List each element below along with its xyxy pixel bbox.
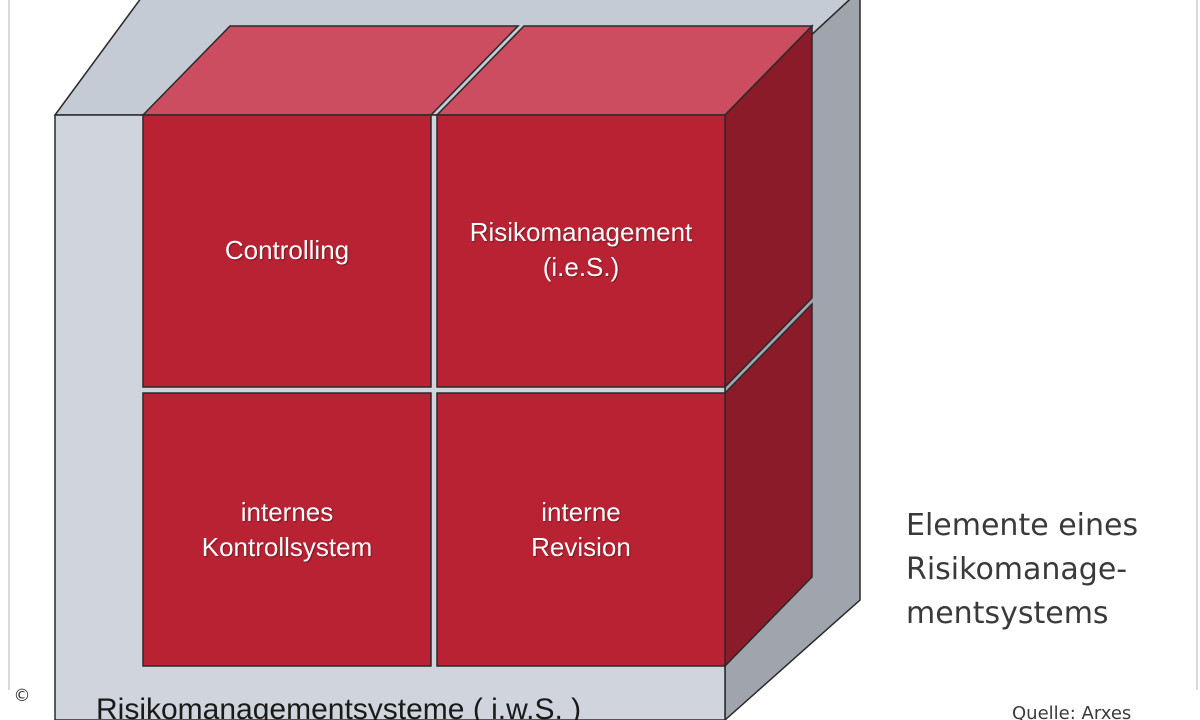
block-internal-control-label-line-1: internes — [240, 497, 334, 527]
block-controlling-front-face — [142, 114, 432, 388]
block-internal-audit-label-line-1: interne — [541, 497, 621, 527]
diagram-caption: Elemente eines Risikomanage- mentsystems — [906, 504, 1138, 636]
block-controlling — [141, 25, 520, 388]
frame-left-border — [8, 0, 10, 690]
frame-right-border — [1196, 0, 1198, 690]
source-credit: Quelle: Arxes — [1012, 703, 1132, 720]
caption-line-3: mentsystems — [906, 596, 1109, 631]
block-controlling-label: Controlling — [143, 233, 431, 268]
block-internal-control — [142, 392, 432, 667]
caption-line-2: Risikomanage- — [906, 552, 1128, 587]
copyright-icon: © — [13, 686, 31, 706]
block-risk-management — [435, 24, 814, 389]
block-risk-management-label-line-2: (i.e.S.) — [542, 252, 620, 282]
block-internal-audit-label: interne Revision — [437, 495, 725, 565]
block-internal-audit-label-line-2: Revision — [531, 532, 631, 562]
block-risk-management-label-line-1: Risikomanagement — [469, 217, 693, 247]
block-risk-management-label: Risikomanagement (i.e.S.) — [437, 215, 725, 285]
block-internal-control-label-line-2: Kontrollsystem — [201, 532, 373, 562]
caption-line-1: Elemente eines — [906, 508, 1139, 543]
base-cube-label: Risikomanagementsysteme ( i.w.S. ) — [96, 693, 582, 720]
block-controlling-label-line-1: Controlling — [224, 235, 350, 265]
block-internal-control-label: internes Kontrollsystem — [143, 495, 431, 565]
block-internal-audit — [436, 302, 813, 668]
block-internal-audit-front-face — [436, 392, 726, 667]
block-risk-management-front-face — [436, 114, 726, 388]
block-internal-control-front-face — [142, 392, 432, 667]
